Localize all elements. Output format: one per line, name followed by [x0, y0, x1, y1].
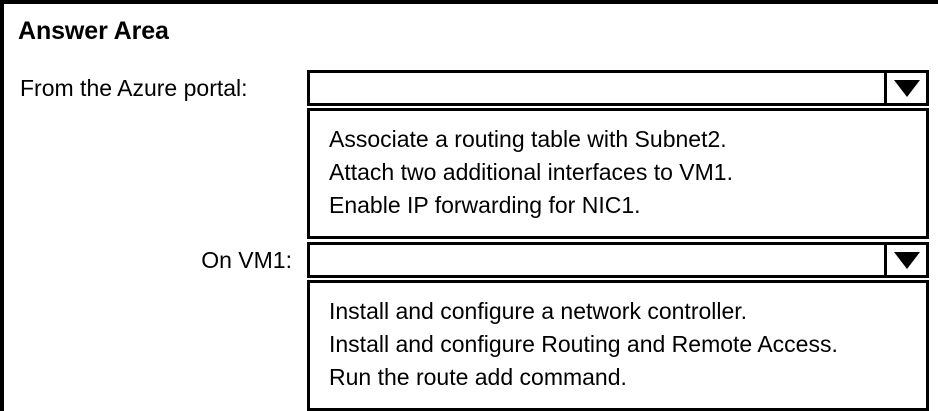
dropdown-toggle-button[interactable]: [884, 73, 926, 103]
chevron-down-icon: [893, 251, 920, 269]
list-item[interactable]: Associate a routing table with Subnet2.: [329, 126, 727, 152]
answer-group-label: From the Azure portal:: [20, 75, 248, 101]
chevron-down-icon: [893, 79, 920, 97]
page-title: Answer Area: [18, 17, 169, 45]
dropdown-option-list-from-the-azure-portal: Associate a routing table with Subnet2. …: [307, 108, 929, 239]
dropdown-from-the-azure-portal[interactable]: [307, 70, 929, 106]
list-item[interactable]: Attach two additional interfaces to VM1.: [329, 159, 733, 185]
answer-group-label: On VM1:: [201, 247, 292, 273]
list-item[interactable]: Install and configure a network controll…: [329, 298, 748, 324]
list-item[interactable]: Install and configure Routing and Remote…: [329, 331, 838, 357]
dropdown-on-vm1[interactable]: [307, 242, 929, 278]
list-item[interactable]: Run the route add command.: [329, 364, 627, 390]
dropdown-selected-value[interactable]: [310, 245, 884, 275]
dropdown-selected-value[interactable]: [310, 73, 884, 103]
dropdown-option-list-on-vm1: Install and configure a network controll…: [307, 280, 929, 411]
list-item[interactable]: Enable IP forwarding for NIC1.: [329, 192, 641, 218]
dropdown-toggle-button[interactable]: [884, 245, 926, 275]
